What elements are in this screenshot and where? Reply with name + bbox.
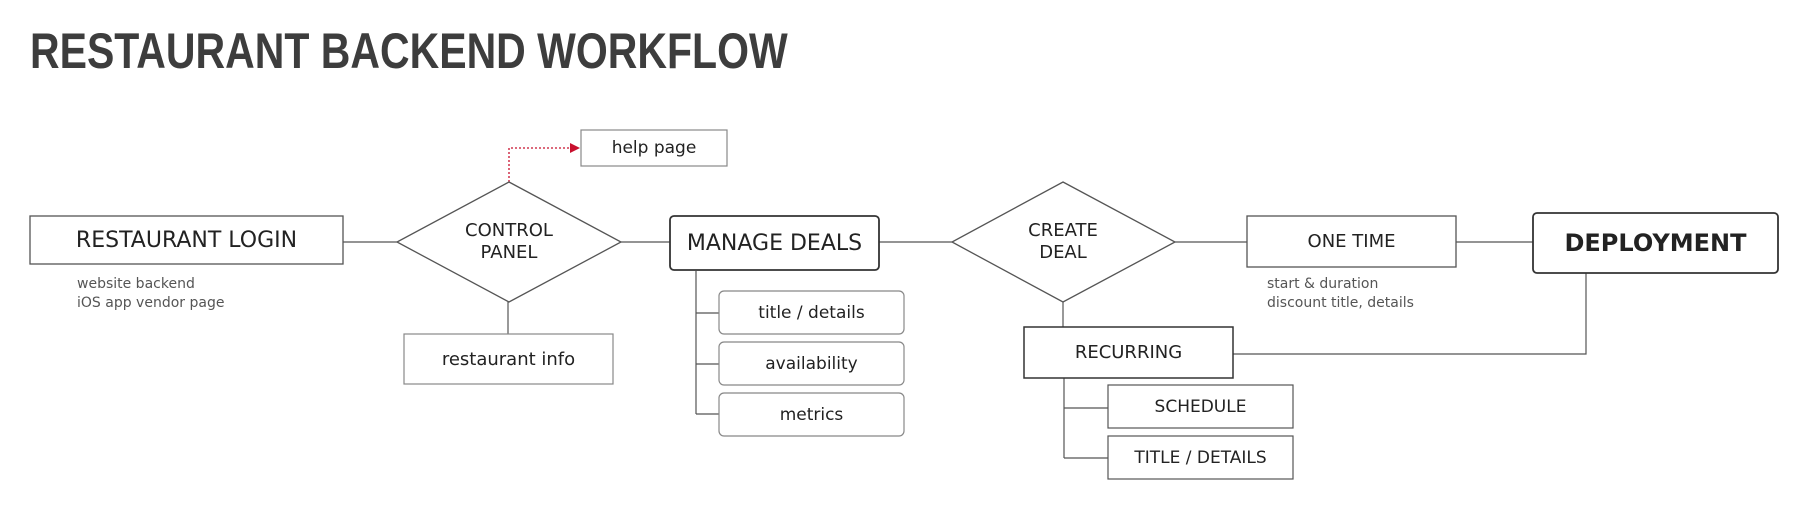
login-note-line-1: website backend	[77, 276, 195, 292]
manage-deals-box	[669, 215, 880, 271]
create-deal-label: CREATE DEAL	[974, 212, 1152, 272]
recurring-label: RECURRING	[1074, 342, 1183, 363]
help-page-label: help page	[611, 138, 697, 158]
connectors	[343, 241, 1587, 459]
metrics-box	[718, 392, 905, 437]
availability-box	[718, 341, 905, 386]
control-panel-label-line-1: CONTROL	[465, 220, 553, 241]
create-deal-label-line-1: CREATE	[1028, 220, 1098, 241]
schedule-label: SCHEDULE	[1154, 396, 1247, 417]
metrics-label: metrics	[779, 404, 844, 425]
one-time-note-line-2: discount title, details	[1267, 295, 1414, 311]
login-note-line-2: iOS app vendor page	[77, 295, 225, 311]
one-time-box	[1246, 215, 1457, 268]
control-panel-label-line-2: PANEL	[480, 242, 538, 263]
restaurant-login-box	[29, 215, 344, 265]
title-details-upper-box	[1107, 435, 1294, 480]
page-title: RESTAURANT BACKEND WORKFLOW	[30, 23, 788, 79]
deployment-box	[1532, 212, 1779, 274]
connector-recurring-subitems	[1063, 378, 1108, 459]
restaurant-login-label: RESTAURANT LOGIN	[75, 227, 298, 253]
create-deal-diamond	[950, 181, 1177, 303]
shapes	[29, 129, 1779, 480]
control-panel-diamond	[395, 181, 623, 303]
availability-label: availability	[765, 353, 858, 374]
login-note: website backend iOS app vendor page	[77, 275, 224, 313]
restaurant-info-label: restaurant info	[441, 348, 576, 370]
deployment-label: DEPLOYMENT	[1564, 229, 1747, 257]
manage-deals-label: MANAGE DEALS	[686, 230, 863, 256]
help-link-arrow	[508, 143, 580, 182]
one-time-label: ONE TIME	[1307, 231, 1396, 252]
recurring-box	[1023, 326, 1234, 379]
title-details-lower-box	[718, 290, 905, 335]
help-page-box	[580, 129, 728, 167]
title-details-lower-label: title / details	[758, 302, 865, 323]
control-panel-label: CONTROL PANEL	[420, 212, 598, 272]
restaurant-info-box	[403, 333, 614, 385]
create-deal-label-line-2: DEAL	[1039, 242, 1087, 263]
one-time-note-line-1: start & duration	[1267, 276, 1379, 292]
connector-recurring-to-deployment	[1233, 273, 1587, 355]
one-time-note: start & duration discount title, details	[1267, 275, 1414, 313]
schedule-box	[1107, 384, 1294, 429]
title-details-upper-label: TITLE / DETAILS	[1134, 447, 1267, 468]
connector-manage-subitems	[695, 271, 719, 415]
